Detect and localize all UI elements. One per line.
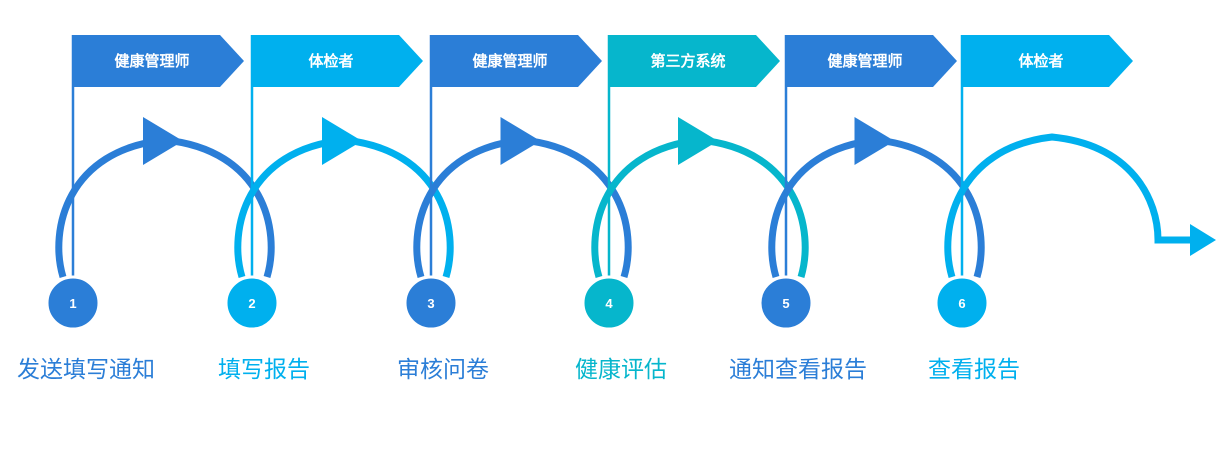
step-circles: 1 2 3 4 5 6 (45, 275, 990, 331)
step-circle-6 (934, 275, 990, 331)
role-flag-1 (72, 35, 244, 87)
step-circle-4 (581, 275, 637, 331)
step-label-6: 查看报告 (928, 357, 1020, 383)
exit-arrow-icon (1190, 224, 1216, 256)
role-flag-label: 第三方系统 (650, 52, 725, 70)
step-number: 1 (69, 296, 76, 311)
step-number: 6 (958, 296, 965, 311)
step-circle-5 (758, 275, 814, 331)
role-flag-label: 体检者 (1018, 52, 1063, 70)
step-circle-1 (45, 275, 101, 331)
arrowhead-icon-2 (322, 117, 362, 165)
step-circle-3 (403, 275, 459, 331)
role-flag-4 (608, 35, 780, 87)
role-flag-3 (430, 35, 602, 87)
arrowhead-icon-1 (143, 117, 183, 165)
step-label-1: 发送填写通知 (17, 357, 155, 383)
arrowhead-icon-4 (678, 117, 718, 165)
final-exit-arc (944, 133, 1192, 278)
role-flag-label: 健康管理师 (827, 52, 902, 70)
role-flag-2 (251, 35, 423, 87)
role-flag-label: 健康管理师 (114, 52, 189, 70)
step-circle-2 (224, 275, 280, 331)
step-number: 4 (605, 296, 613, 311)
step-label-3: 审核问卷 (397, 357, 489, 383)
role-flag-label: 体检者 (308, 52, 353, 70)
step-label-5: 通知查看报告 (729, 357, 867, 383)
connector-arcs (55, 117, 1216, 278)
role-flags: 健康管理师 体检者 健康管理师 第三方系统 健康管理师 体检者 (72, 35, 1133, 87)
step-number: 5 (782, 296, 789, 311)
role-flag-5 (785, 35, 957, 87)
step-number: 3 (427, 296, 434, 311)
arrowhead-icon-3 (500, 117, 541, 165)
role-flag-label: 健康管理师 (472, 52, 547, 70)
step-label-2: 填写报告 (218, 357, 310, 383)
step-label-4: 健康评估 (575, 357, 667, 383)
step-number: 2 (248, 296, 255, 311)
role-flag-6 (961, 35, 1133, 87)
arrowhead-icon-5 (854, 117, 895, 165)
